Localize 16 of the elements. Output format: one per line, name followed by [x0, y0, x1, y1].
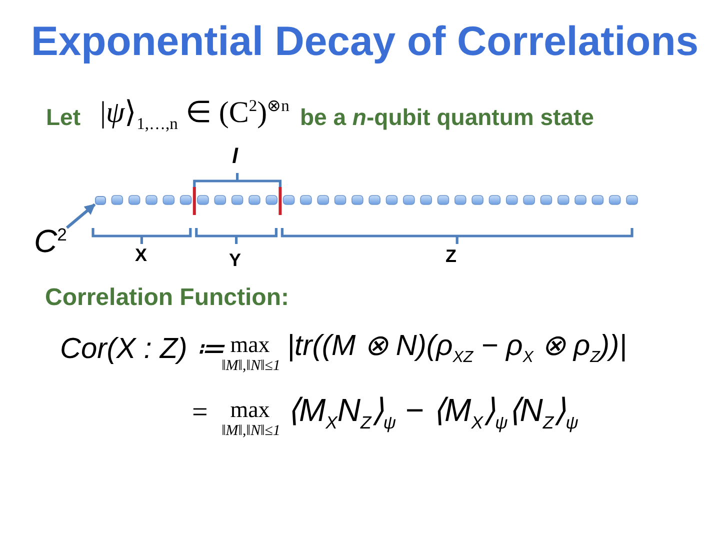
region-label: X: [135, 246, 147, 266]
arrow: [66, 203, 96, 229]
max-operator: max: [230, 332, 270, 358]
max-operator: max: [230, 397, 270, 422]
math-formula: =: [192, 398, 208, 429]
math-formula: |tr((M ⊗ N)(ρ$_{XZ}$ − ρ$_{X}$ ⊗ ρ$_{Z}$))|: [287, 331, 627, 363]
title: Exponential Decay of Correlations: [31, 19, 699, 64]
region-label: l: [232, 145, 238, 168]
intro-text: Let: [46, 105, 80, 130]
math-formula: |ψ⟩$_{1,…,n}$ ∈ (C$^{2}$)$^{⊗n}$: [100, 96, 290, 129]
region-label: Z: [446, 247, 456, 267]
max-subscript: ‖M‖,‖N‖≤1: [222, 423, 280, 440]
section-heading: Correlation Function:: [45, 285, 289, 312]
region-label: Y: [229, 251, 241, 271]
math-label: C$^{2}$: [34, 224, 67, 260]
max-subscript: ‖M‖,‖N‖≤1: [222, 358, 280, 374]
